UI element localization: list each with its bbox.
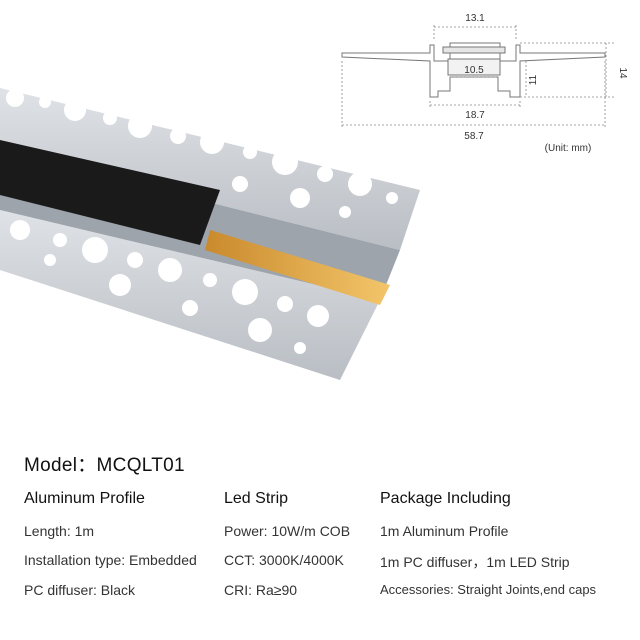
package-item-diffuser-strip: 1m PC diffuser，1m LED Strip (380, 554, 570, 570)
installation-type-spec: Installation type: Embedded (24, 552, 197, 568)
dim-total-height: 14 (617, 67, 628, 79)
led-strip-title: Led Strip (224, 490, 289, 507)
aluminum-profile-title: Aluminum Profile (24, 490, 145, 507)
cri-spec: CRI: Ra≥90 (224, 582, 298, 598)
dim-inner-height: 11 (528, 74, 539, 85)
dim-total-width: 58.7 (464, 131, 484, 142)
unit-label: (Unit: mm) (545, 143, 592, 154)
led-strip (205, 230, 390, 305)
package-title: Package Including (380, 490, 511, 507)
led-strip-section: Led Strip Power: 10W/m COB CCT: 3000K/40… (224, 490, 350, 598)
package-item-profile: 1m Aluminum Profile (380, 523, 509, 539)
package-section: Package Including 1m Aluminum Profile 1m… (380, 490, 596, 597)
dim-base-width: 18.7 (465, 110, 485, 121)
dimension-lines (341, 25, 614, 129)
dim-inner-width: 10.5 (464, 65, 484, 76)
model-label: Model：MCQLT01 (24, 455, 185, 476)
cct-spec: CCT: 3000K/4000K (224, 552, 344, 568)
profile-outline (341, 42, 606, 98)
power-spec: Power: 10W/m COB (224, 523, 351, 539)
perforation-holes (6, 89, 398, 354)
length-spec: Length: 1m (24, 523, 95, 539)
aluminum-profile-photo (0, 88, 420, 380)
upper-flange (0, 88, 420, 250)
cross-section-diagram: 13.1 10.5 11 14 18.7 58.7 (Unit: mm) (341, 13, 628, 154)
package-item-accessories: Accessories: Straight Joints,end caps (380, 582, 597, 597)
aluminum-profile-section: Aluminum Profile Length: 1m Installation… (24, 490, 197, 598)
dim-top-width: 13.1 (465, 13, 485, 24)
pc-diffuser-spec: PC diffuser: Black (24, 582, 136, 598)
black-diffuser (0, 140, 220, 245)
